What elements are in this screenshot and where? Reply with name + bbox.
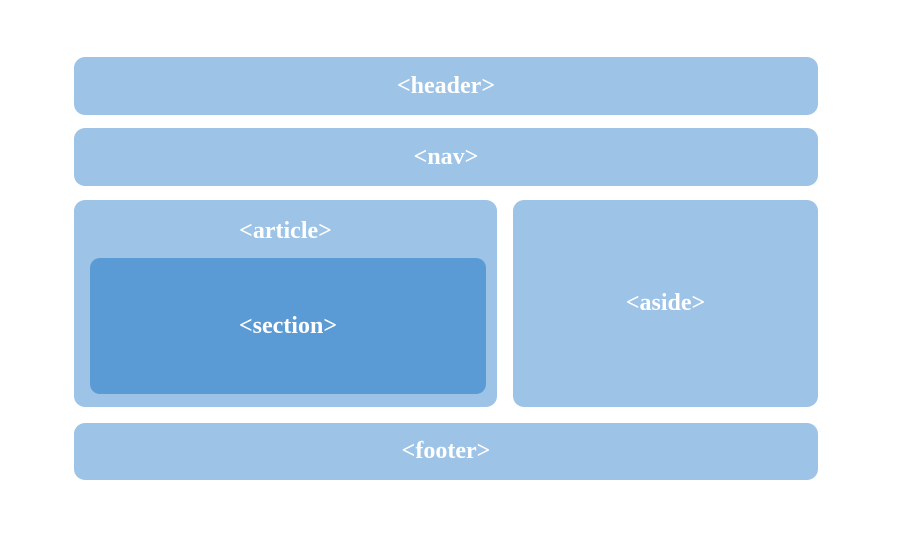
section-label: <section> xyxy=(238,312,337,339)
aside-label: <aside> xyxy=(625,290,706,316)
section-box: <section> xyxy=(90,258,486,394)
header-label: <header> xyxy=(396,72,495,99)
article-label: <article> xyxy=(239,218,332,244)
article-box: <article> <section> xyxy=(74,200,497,407)
header-box: <header> xyxy=(74,57,818,115)
footer-box: <footer> xyxy=(74,423,818,480)
footer-label: <footer> xyxy=(401,438,491,464)
aside-box: <aside> xyxy=(513,200,818,407)
nav-label: <nav> xyxy=(413,143,479,170)
nav-box: <nav> xyxy=(74,128,818,186)
